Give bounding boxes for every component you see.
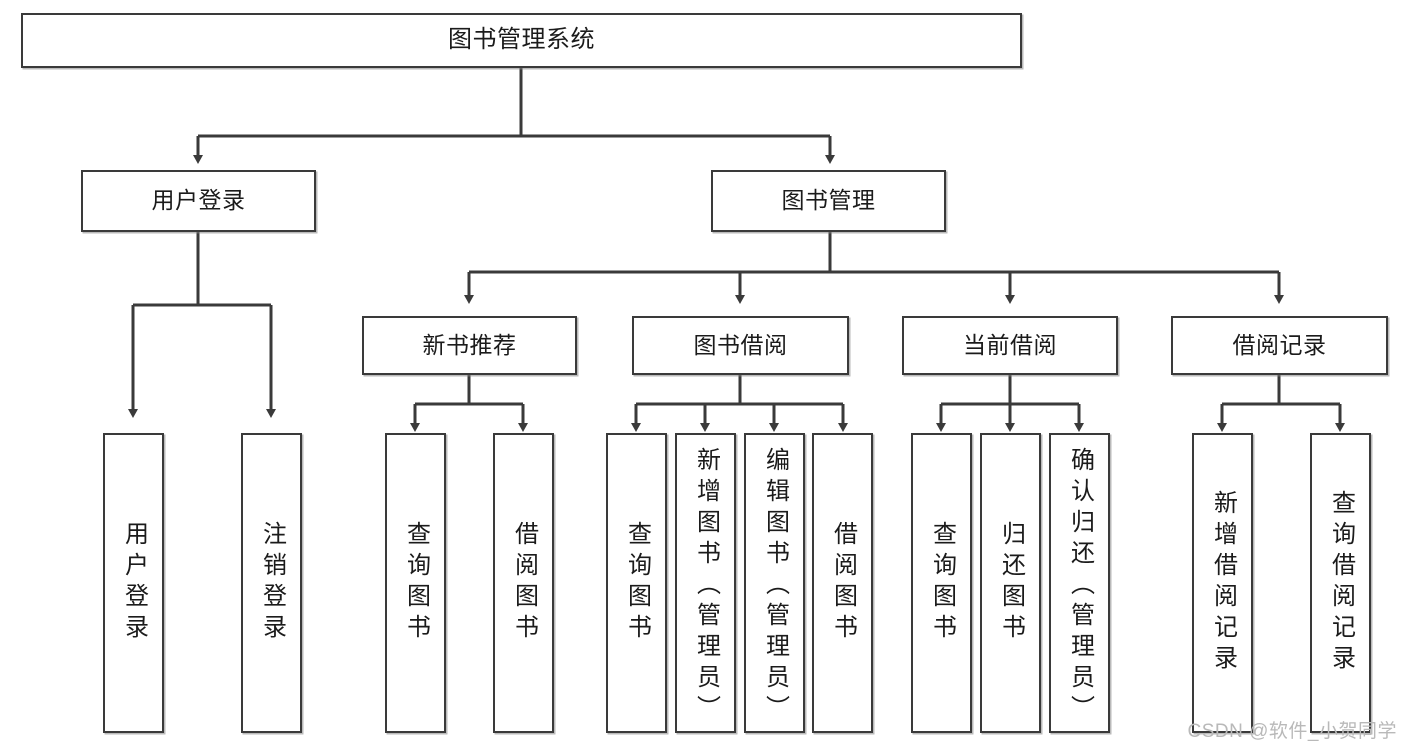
node-leaf-query-book-borrow-label: 查询图书 <box>623 521 651 645</box>
node-book-management-label: 图书管理 <box>781 187 876 214</box>
node-leaf-add-book-admin[interactable]: 新增图书（管理员） <box>675 433 736 733</box>
node-leaf-query-book-recommend-label: 查询图书 <box>402 521 430 645</box>
node-leaf-return-book-label: 归还图书 <box>997 521 1025 645</box>
node-leaf-borrow-book-label: 借阅图书 <box>829 521 857 645</box>
node-leaf-confirm-return-admin-label: 确认归还（管理员） <box>1066 447 1094 726</box>
node-user-login[interactable]: 用户登录 <box>81 170 316 232</box>
node-leaf-add-book-admin-label: 新增图书（管理员） <box>692 447 720 726</box>
node-leaf-user-login[interactable]: 用户登录 <box>103 433 164 733</box>
node-leaf-logout[interactable]: 注销登录 <box>241 433 302 733</box>
node-leaf-query-book-current-label: 查询图书 <box>928 521 956 645</box>
node-leaf-query-book-current[interactable]: 查询图书 <box>911 433 972 733</box>
node-new-book-recommend-label: 新书推荐 <box>422 331 517 358</box>
node-leaf-query-book-borrow[interactable]: 查询图书 <box>606 433 667 733</box>
node-leaf-user-login-label: 用户登录 <box>120 521 148 645</box>
node-book-borrow[interactable]: 图书借阅 <box>632 316 849 375</box>
node-book-management[interactable]: 图书管理 <box>711 170 946 232</box>
node-leaf-logout-label: 注销登录 <box>258 521 286 645</box>
node-leaf-query-borrow-record-label: 查询借阅记录 <box>1327 490 1355 676</box>
node-leaf-borrow-book[interactable]: 借阅图书 <box>812 433 873 733</box>
node-borrow-record-label: 借阅记录 <box>1232 331 1327 358</box>
node-leaf-return-book[interactable]: 归还图书 <box>980 433 1041 733</box>
node-leaf-add-borrow-record[interactable]: 新增借阅记录 <box>1192 433 1253 733</box>
node-user-login-label: 用户登录 <box>151 187 246 214</box>
node-leaf-borrow-book-recommend[interactable]: 借阅图书 <box>493 433 554 733</box>
node-book-borrow-label: 图书借阅 <box>693 331 788 358</box>
watermark-csdn: CSDN @软件_小贺同学 <box>1187 721 1397 742</box>
node-leaf-add-borrow-record-label: 新增借阅记录 <box>1209 490 1237 676</box>
node-leaf-borrow-book-recommend-label: 借阅图书 <box>510 521 538 645</box>
node-root-book-management-system[interactable]: 图书管理系统 <box>21 13 1022 68</box>
node-new-book-recommend[interactable]: 新书推荐 <box>362 316 577 375</box>
node-leaf-query-book-recommend[interactable]: 查询图书 <box>385 433 446 733</box>
node-leaf-edit-book-admin[interactable]: 编辑图书（管理员） <box>744 433 805 733</box>
node-current-borrow[interactable]: 当前借阅 <box>902 316 1118 375</box>
node-borrow-record[interactable]: 借阅记录 <box>1171 316 1388 375</box>
node-leaf-edit-book-admin-label: 编辑图书（管理员） <box>761 447 789 726</box>
node-current-borrow-label: 当前借阅 <box>963 331 1057 358</box>
node-leaf-query-borrow-record[interactable]: 查询借阅记录 <box>1310 433 1371 733</box>
node-leaf-confirm-return-admin[interactable]: 确认归还（管理员） <box>1049 433 1110 733</box>
node-root-label: 图书管理系统 <box>448 26 595 54</box>
